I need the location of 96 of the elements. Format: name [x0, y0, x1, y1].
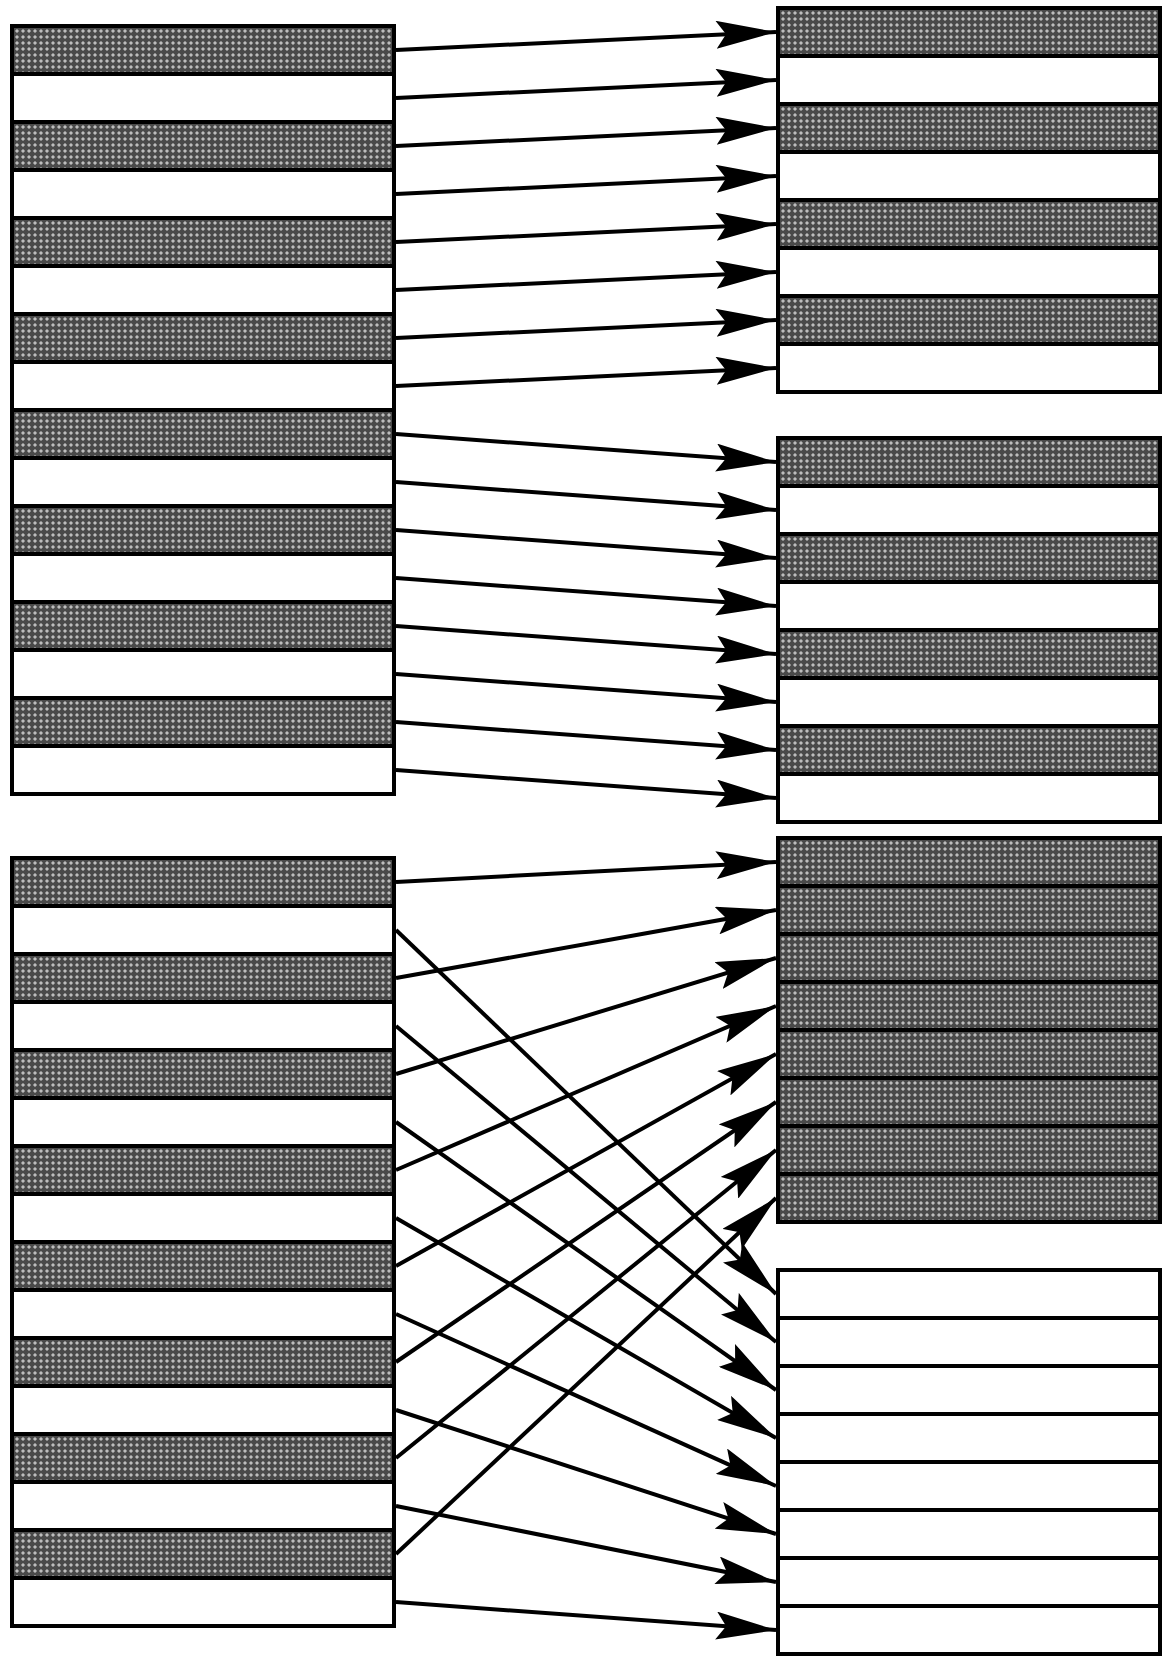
shaded-block	[776, 884, 1162, 936]
shaded-block	[776, 532, 1162, 584]
shaded-block	[10, 600, 396, 652]
plain-block	[10, 552, 396, 604]
arrow	[394, 1100, 778, 1364]
arrow	[394, 1148, 778, 1460]
arrow	[395, 1408, 777, 1536]
shaded-block	[776, 1076, 1162, 1128]
shaded-block	[776, 980, 1162, 1032]
plain-block	[10, 264, 396, 316]
plain-block	[776, 676, 1162, 728]
arrow	[395, 480, 777, 520]
plain-block	[776, 1604, 1162, 1656]
shaded-block	[10, 1144, 396, 1196]
plain-block	[10, 648, 396, 700]
arrow	[394, 928, 778, 1296]
arrow	[395, 528, 777, 568]
plain-block	[10, 360, 396, 412]
arrow	[395, 1052, 777, 1268]
plain-block	[776, 1364, 1162, 1416]
plain-block	[10, 1384, 396, 1436]
plain-block	[10, 1096, 396, 1148]
arrow	[395, 1216, 777, 1440]
arrow	[394, 1024, 778, 1344]
arrow	[395, 68, 777, 100]
arrow	[395, 356, 777, 388]
arrow	[395, 164, 777, 196]
plain-block	[776, 1268, 1162, 1320]
shaded-block	[10, 504, 396, 556]
arrow	[394, 1120, 778, 1392]
shaded-block	[776, 6, 1162, 58]
shaded-block	[10, 24, 396, 76]
arrow	[395, 432, 777, 472]
plain-block	[776, 1316, 1162, 1368]
plain-block	[10, 168, 396, 220]
plain-block	[776, 54, 1162, 106]
shaded-block	[10, 1432, 396, 1484]
shaded-block	[776, 724, 1162, 776]
shaded-block	[776, 1172, 1162, 1224]
plain-block	[10, 744, 396, 796]
arrow	[395, 116, 777, 148]
shaded-block	[10, 1048, 396, 1100]
shaded-block	[10, 696, 396, 748]
shaded-block	[776, 102, 1162, 154]
shaded-block	[776, 198, 1162, 250]
plain-block	[776, 1412, 1162, 1464]
shaded-block	[10, 312, 396, 364]
plain-block	[10, 72, 396, 124]
arrow	[395, 624, 777, 664]
shaded-block	[10, 1240, 396, 1292]
arrow	[395, 956, 777, 1076]
arrow	[395, 1504, 777, 1584]
plain-block	[776, 580, 1162, 632]
plain-block	[10, 1480, 396, 1532]
shaded-block	[776, 628, 1162, 680]
arrow	[395, 851, 777, 884]
arrow	[395, 212, 777, 244]
arrow	[395, 1600, 777, 1640]
plain-block	[776, 246, 1162, 298]
arrow	[394, 1196, 778, 1556]
plain-block	[776, 342, 1162, 394]
shaded-block	[10, 952, 396, 1004]
arrow	[395, 308, 777, 340]
plain-block	[10, 1000, 396, 1052]
plain-block	[776, 1460, 1162, 1512]
shaded-block	[10, 120, 396, 172]
shaded-block	[10, 1336, 396, 1388]
shaded-block	[10, 1528, 396, 1580]
shaded-block	[10, 408, 396, 460]
plain-block	[776, 1556, 1162, 1608]
plain-block	[10, 1576, 396, 1628]
arrow	[395, 260, 777, 292]
arrow	[395, 576, 777, 616]
arrow	[395, 768, 777, 808]
shaded-block	[10, 856, 396, 908]
shaded-block	[776, 294, 1162, 346]
shaded-block	[776, 1028, 1162, 1080]
shaded-block	[776, 436, 1162, 488]
shaded-block	[776, 932, 1162, 984]
plain-block	[10, 1288, 396, 1340]
arrow	[395, 1312, 777, 1488]
plain-block	[10, 904, 396, 956]
plain-block	[776, 1508, 1162, 1560]
arrow	[395, 1004, 777, 1172]
plain-block	[776, 772, 1162, 824]
arrow	[395, 906, 777, 980]
plain-block	[10, 1192, 396, 1244]
plain-block	[776, 150, 1162, 202]
shaded-block	[10, 216, 396, 268]
shaded-block	[776, 1124, 1162, 1176]
plain-block	[776, 484, 1162, 536]
arrow	[395, 672, 777, 712]
arrow	[395, 20, 777, 52]
arrow	[395, 720, 777, 760]
plain-block	[10, 456, 396, 508]
shaded-block	[776, 836, 1162, 888]
